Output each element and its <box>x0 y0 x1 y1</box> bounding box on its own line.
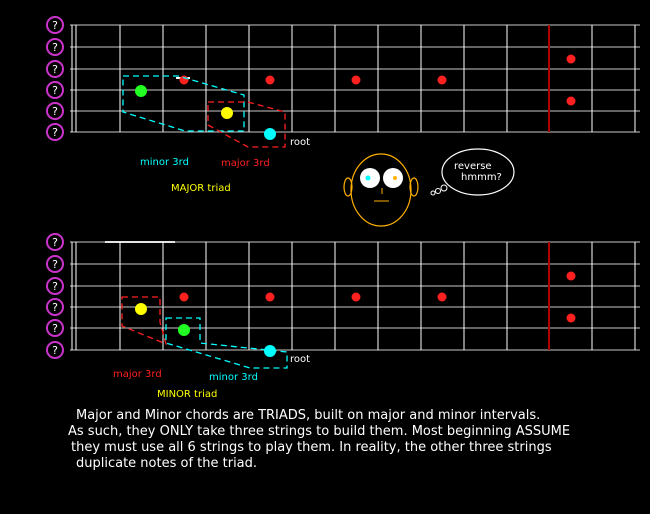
svg-text:?: ? <box>52 322 58 335</box>
major-third-label: major 3rd <box>113 369 162 380</box>
minor-third-box <box>122 75 245 132</box>
triad-label: MINOR triad <box>157 389 217 400</box>
help-button[interactable]: ? <box>46 233 64 251</box>
fret-marker <box>566 54 576 64</box>
root-label: root <box>290 137 310 148</box>
right-pupil <box>393 176 397 180</box>
fret-markers <box>179 54 576 106</box>
face-outline <box>350 153 412 227</box>
help-button[interactable]: ? <box>46 255 64 273</box>
svg-text:?: ? <box>52 105 58 118</box>
fret-marker <box>566 271 576 281</box>
help-button[interactable]: ? <box>46 319 64 337</box>
left-pupil <box>365 175 371 181</box>
top-fretboard: ? ? ? ? ? ? <box>46 16 640 194</box>
fret-marker <box>179 75 189 85</box>
explanation-text: Major and Minor chords are TRIADS, built… <box>68 408 628 472</box>
svg-text:?: ? <box>52 84 58 97</box>
svg-text:?: ? <box>52 19 58 32</box>
explanation-line: As such, they ONLY take three strings to… <box>68 424 571 439</box>
thought-text-2: hmmm? <box>461 172 502 183</box>
svg-text:?: ? <box>52 280 58 293</box>
help-buttons-bottom: ? ? ? ? ? ? <box>46 233 64 359</box>
fret-markers <box>179 271 576 323</box>
thought-dot <box>430 190 436 196</box>
strings <box>70 241 640 351</box>
svg-text:?: ? <box>52 236 58 249</box>
help-button[interactable]: ? <box>46 16 64 34</box>
svg-text:?: ? <box>52 301 58 314</box>
thought-bubble <box>441 148 515 196</box>
fifth-note <box>135 303 147 315</box>
minor-third-box <box>165 317 288 369</box>
help-button[interactable]: ? <box>46 60 64 78</box>
thought-text-1: reverse <box>454 161 492 172</box>
left-ear <box>343 177 353 197</box>
svg-text:?: ? <box>52 126 58 139</box>
explanation-line: they must use all 6 strings to play them… <box>71 440 552 455</box>
root-note <box>264 345 276 357</box>
help-button[interactable]: ? <box>46 102 64 120</box>
svg-text:?: ? <box>52 63 58 76</box>
fret-marker <box>566 96 576 106</box>
major-third-label: major 3rd <box>221 158 270 169</box>
root-note <box>264 128 276 140</box>
third-note <box>135 85 147 97</box>
explanation-line: Major and Minor chords are TRIADS, built… <box>76 408 541 423</box>
fifth-note <box>221 107 233 119</box>
help-button[interactable]: ? <box>46 38 64 56</box>
right-ear <box>409 177 419 197</box>
help-button[interactable]: ? <box>46 341 64 359</box>
svg-text:?: ? <box>52 344 58 357</box>
minor-third-label: minor 3rd <box>140 157 189 168</box>
help-button[interactable]: ? <box>46 123 64 141</box>
explanation-line: duplicate notes of the triad. <box>76 456 258 471</box>
fret-marker <box>437 75 447 85</box>
help-button[interactable]: ? <box>46 81 64 99</box>
help-button[interactable]: ? <box>46 277 64 295</box>
minor-third-label: minor 3rd <box>209 372 258 383</box>
svg-text:?: ? <box>52 258 58 271</box>
fret-marker <box>351 292 361 302</box>
svg-text:?: ? <box>52 41 58 54</box>
bottom-fretboard: ? ? ? ? ? ? <box>46 233 640 400</box>
third-note <box>178 324 190 336</box>
thought-dot <box>440 184 448 192</box>
major-third-box <box>207 101 286 148</box>
frets <box>71 242 636 350</box>
help-button[interactable]: ? <box>46 298 64 316</box>
frets <box>71 25 636 132</box>
fret-marker <box>351 75 361 85</box>
help-buttons-top: ? ? ? ? ? ? <box>46 16 64 141</box>
strings <box>70 24 640 133</box>
thought-dot <box>435 188 441 194</box>
fret-marker <box>566 313 576 323</box>
fret-marker <box>265 292 275 302</box>
major-third-box <box>121 296 167 346</box>
fret-marker <box>265 75 275 85</box>
root-label: root <box>290 354 310 365</box>
triad-label: MAJOR triad <box>171 183 231 194</box>
fret-marker <box>179 292 189 302</box>
thinking-face: reverse hmmm? <box>343 148 515 227</box>
fret-marker <box>437 292 447 302</box>
